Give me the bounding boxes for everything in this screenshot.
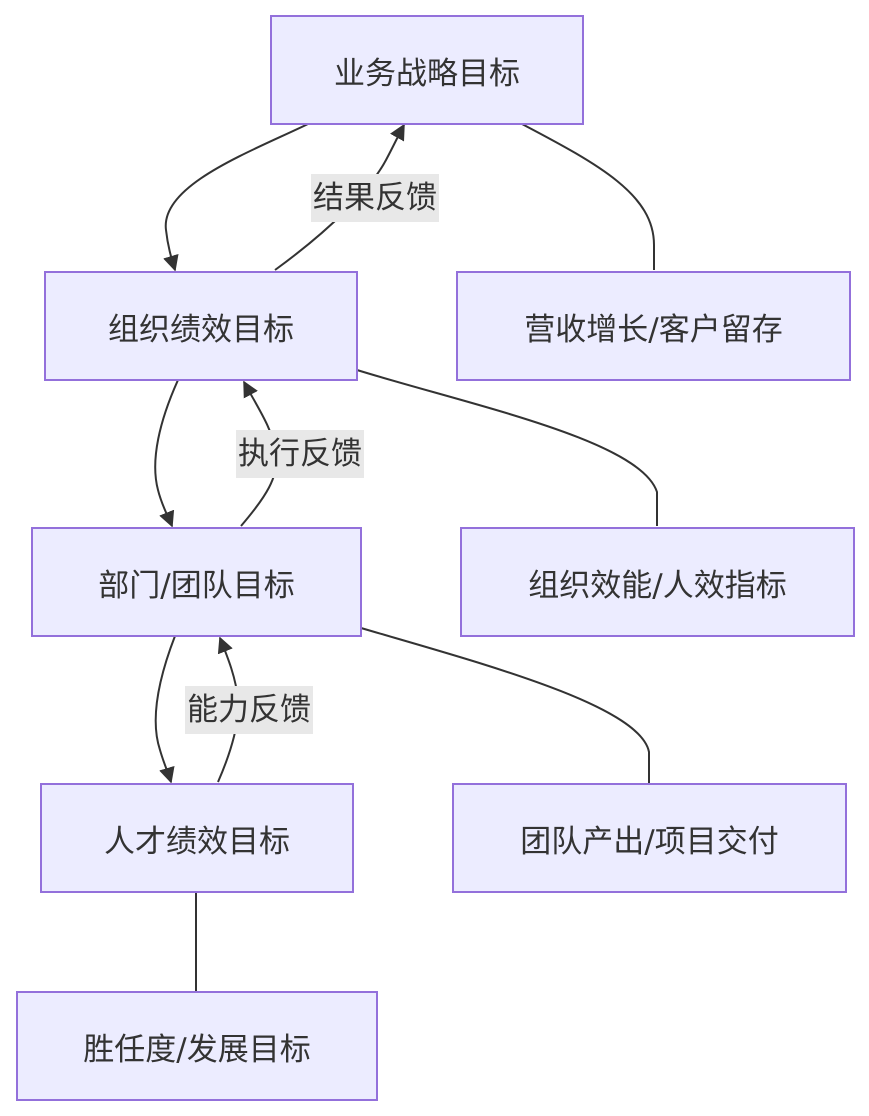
edge-label-capability-feedback: 能力反馈 [185,686,313,734]
edge-org-to-strategy [274,123,405,271]
node-dept-team: 部门/团队目标 [31,527,362,637]
edge-dept-to-talent [154,635,176,784]
edge-strategy-to-org [163,123,309,272]
edge-dept-output [360,627,650,783]
edge-strategy-revenue [521,123,655,270]
node-org-effectiveness: 组织效能/人效指标 [460,527,855,637]
edge-label-execution-feedback: 执行反馈 [236,430,364,478]
edge-label-result-feedback: 结果反馈 [311,174,439,222]
node-competency-development: 胜任度/发展目标 [16,991,378,1101]
node-revenue-retention: 营收增长/客户留存 [456,271,851,381]
node-team-output: 团队产出/项目交付 [452,783,847,893]
node-business-strategy: 业务战略目标 [270,15,584,125]
edge-org-to-dept [154,379,179,528]
node-talent-performance: 人才绩效目标 [40,783,354,893]
edge-org-effectiveness [356,369,658,526]
node-org-performance: 组织绩效目标 [44,271,358,381]
